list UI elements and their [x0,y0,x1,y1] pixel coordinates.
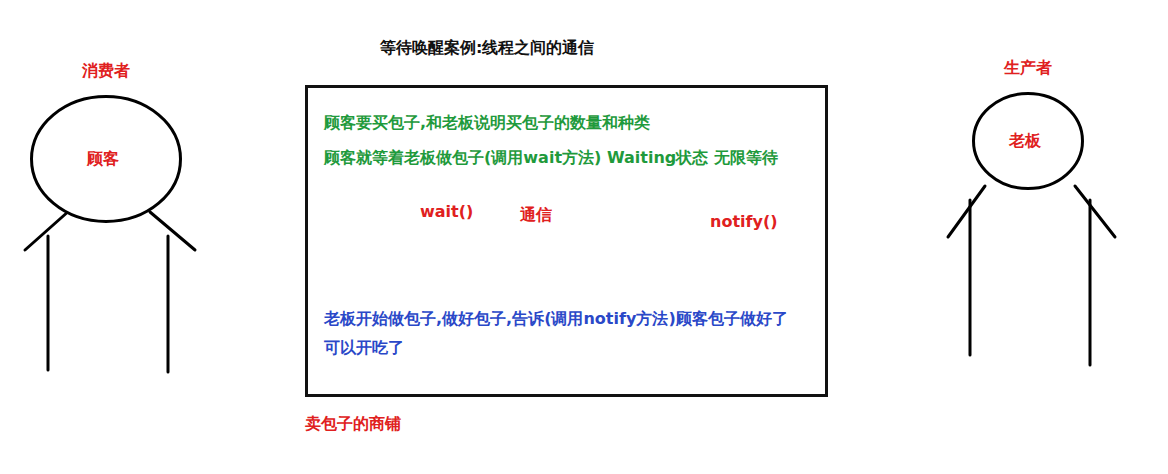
stick-arm [150,212,195,250]
head-outline [32,97,181,222]
role-label: 生产者 [1004,58,1052,79]
person-name: 顾客 [87,149,119,170]
request-text: 顾客要买包子,和老板说明买包子的数量和种类 [324,108,820,137]
notify-text: 老板开始做包子,做好包子,告诉(调用notify方法)顾客包子做好了 可以开吃了 [324,304,820,362]
arrow-label: 通信 [520,205,552,226]
arrow-label: notify() [710,212,778,231]
person-head: 生产者老板 [972,92,1084,190]
stick-leg [1089,200,1092,365]
arrow-label: wait() [420,202,473,221]
person-name: 老板 [1009,131,1041,152]
stick-leg [47,236,50,370]
shop-label: 卖包子的商铺 [305,414,401,435]
wait-text: 顾客就等着老板做包子(调用wait方法) Waiting状态 无限等待 [324,143,820,172]
stick-arm [1075,186,1115,237]
stick-arm [948,186,985,237]
shop-box: 顾客要买包子,和老板说明买包子的数量和种类顾客就等着老板做包子(调用wait方法… [305,85,828,397]
diagram-title: 等待唤醒案例:线程之间的通信 [380,38,594,59]
stick-leg [167,236,170,372]
head-outline [974,94,1083,189]
person-head: 消费者顾客 [30,95,182,223]
stick-leg [969,200,972,355]
role-label: 消费者 [82,61,130,82]
